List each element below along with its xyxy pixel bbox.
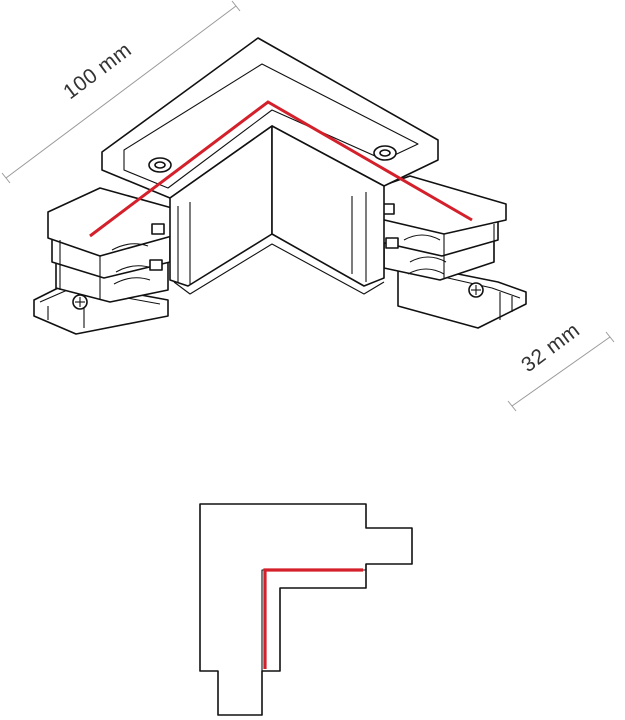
left-contact-slot-1 <box>111 243 149 251</box>
dimension-height-tick-start <box>507 400 517 412</box>
housing-front-right-face <box>271 125 385 287</box>
dimension-height-tick-end <box>605 331 615 343</box>
left-contact-slot-3 <box>113 277 151 285</box>
dimension-length-tick-start <box>1 172 11 184</box>
left-contact-slot-2 <box>115 265 153 273</box>
right-arm <box>375 175 527 329</box>
dimension-length-label: 100 mm <box>59 38 136 104</box>
top-view-outline <box>199 503 413 716</box>
connector-top-view <box>199 503 413 716</box>
central-housing <box>101 37 439 295</box>
dimension-length-line <box>5 5 237 179</box>
dimension-height: 32 mm <box>507 318 615 412</box>
dimension-height-line <box>511 336 611 407</box>
right-contact-slot-1 <box>403 234 441 241</box>
right-contact-slot-2 <box>409 256 447 263</box>
dimension-length-tick-end <box>231 0 241 12</box>
connector-isometric-view <box>33 37 527 335</box>
conductor-line-isometric <box>89 100 473 238</box>
dimension-height-label: 32 mm <box>517 318 584 377</box>
left-arm <box>33 187 173 335</box>
right-contact-slot-3 <box>407 268 445 275</box>
housing-front-left-face <box>169 125 273 287</box>
conductor-line-top-view <box>263 568 363 669</box>
